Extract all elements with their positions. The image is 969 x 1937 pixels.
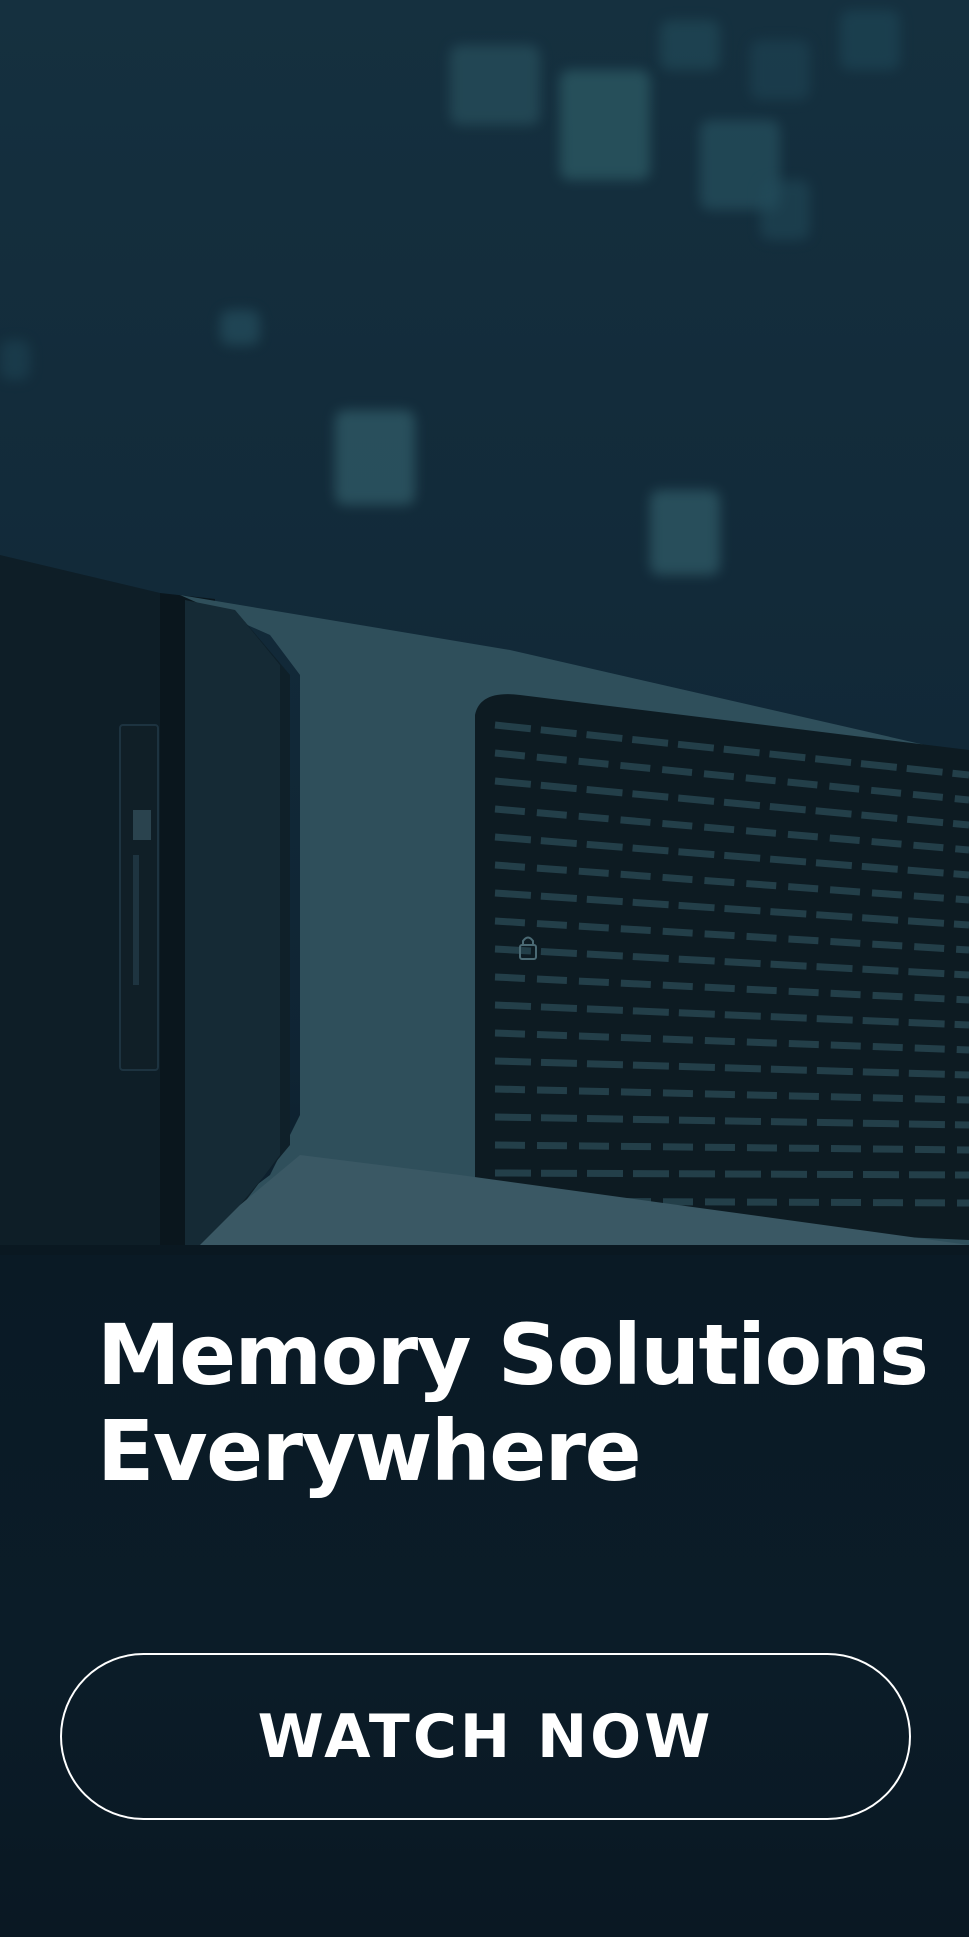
headline-line-1: Memory Solutions (97, 1306, 929, 1404)
content-panel (0, 1255, 969, 1937)
lock-icon (519, 936, 537, 960)
server-illustration (0, 555, 969, 1255)
banner-headline: Memory Solutions Everywhere (97, 1307, 947, 1499)
watch-now-button[interactable]: WATCH NOW (60, 1653, 911, 1820)
headline-line-2: Everywhere (97, 1402, 642, 1500)
